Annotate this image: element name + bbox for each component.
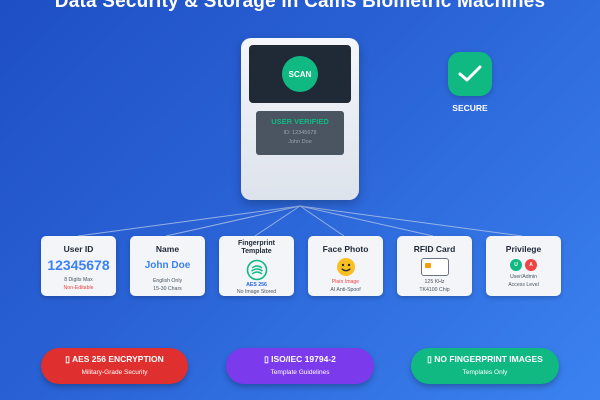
card-fingerprint-template: Fingerprint Template AES 256 No Image St… bbox=[219, 236, 294, 296]
smiley-face-icon bbox=[336, 258, 355, 276]
verification-panel: USER VERIFIED ID: 12345678 John Doe bbox=[256, 111, 344, 155]
card-title: Face Photo bbox=[322, 244, 369, 254]
pill-subtitle: Template Guidelines bbox=[270, 369, 330, 376]
card-rfid: RFID Card 125 KHz TK4100 Chip bbox=[397, 236, 472, 296]
card-user-id: User ID 12345678 8 Digits Max Non-Editab… bbox=[41, 236, 116, 296]
connector-privilege bbox=[299, 205, 523, 237]
card-value: John Doe bbox=[144, 260, 191, 271]
card-title: Fingerprint Template bbox=[219, 240, 294, 256]
pill-no-fingerprint-images: ▯ NO FINGERPRINT IMAGES Templates Only bbox=[411, 348, 559, 384]
card-detail: AES 256 bbox=[246, 282, 267, 288]
card-title: Privilege bbox=[505, 244, 542, 254]
verified-user-id: ID: 12345678 bbox=[283, 130, 317, 136]
connector-face-photo bbox=[299, 205, 345, 237]
card-title: RFID Card bbox=[413, 244, 456, 254]
card-detail: Access Level bbox=[508, 282, 539, 288]
card-detail: Plain Image bbox=[331, 279, 360, 285]
card-title-line: Template bbox=[241, 248, 272, 255]
pill-title: ▯ AES 256 ENCRYPTION bbox=[65, 354, 164, 364]
connector-user-id bbox=[77, 205, 301, 237]
pill-title: ▯ ISO/IEC 19794-2 bbox=[264, 354, 336, 364]
fingerprint-icon bbox=[246, 259, 267, 281]
page-title: Data Security & Storage in Cams Biometri… bbox=[54, 0, 546, 12]
card-detail: AI Anti-Spoof bbox=[330, 287, 361, 293]
card-title: Name bbox=[155, 244, 180, 254]
pill-aes-encryption: ▯ AES 256 ENCRYPTION Military-Grade Secu… bbox=[41, 348, 188, 384]
admin-badge: A bbox=[525, 259, 537, 271]
card-name: Name John Doe English Only 15-30 Chars bbox=[130, 236, 205, 296]
chip-icon bbox=[424, 263, 431, 268]
card-detail: 125 KHz bbox=[424, 279, 445, 285]
verification-status: USER VERIFIED bbox=[271, 117, 329, 126]
connector-rfid bbox=[299, 205, 434, 237]
connector-fingerprint bbox=[254, 205, 301, 237]
pill-subtitle: Templates Only bbox=[462, 369, 508, 376]
user-badge: U bbox=[510, 259, 522, 271]
card-detail: 15-30 Chars bbox=[153, 286, 182, 292]
card-value: 12345678 bbox=[47, 257, 110, 273]
card-detail: 8 Digits Max bbox=[64, 277, 93, 283]
card-detail: Non-Editable bbox=[63, 285, 94, 291]
secure-label: SECURE bbox=[452, 103, 488, 113]
card-face-photo: Face Photo Plain Image AI Anti-Spoof bbox=[308, 236, 383, 296]
card-detail: English Only bbox=[152, 278, 183, 284]
pill-title: ▯ NO FINGERPRINT IMAGES bbox=[427, 354, 543, 364]
shield-check-icon bbox=[448, 52, 492, 96]
card-detail: TK4100 Chip bbox=[419, 287, 450, 293]
privilege-badges: U A bbox=[486, 259, 561, 271]
card-detail: User/Admin bbox=[509, 274, 538, 280]
pill-iso-standard: ▯ ISO/IEC 19794-2 Template Guidelines bbox=[226, 348, 374, 384]
card-privilege: Privilege U A User/Admin Access Level bbox=[486, 236, 561, 296]
rfid-card-icon bbox=[420, 258, 449, 276]
card-title-line: Fingerprint bbox=[238, 240, 275, 247]
device-screen: SCAN bbox=[249, 45, 351, 103]
connector-name bbox=[165, 205, 301, 237]
biometric-device: SCAN USER VERIFIED ID: 12345678 John Doe bbox=[241, 38, 359, 200]
card-title: User ID bbox=[63, 244, 94, 254]
pill-subtitle: Military-Grade Security bbox=[81, 369, 148, 376]
verified-user-name: John Doe bbox=[288, 139, 312, 145]
card-detail: No Image Stored bbox=[236, 289, 277, 295]
scan-button[interactable]: SCAN bbox=[282, 56, 318, 92]
